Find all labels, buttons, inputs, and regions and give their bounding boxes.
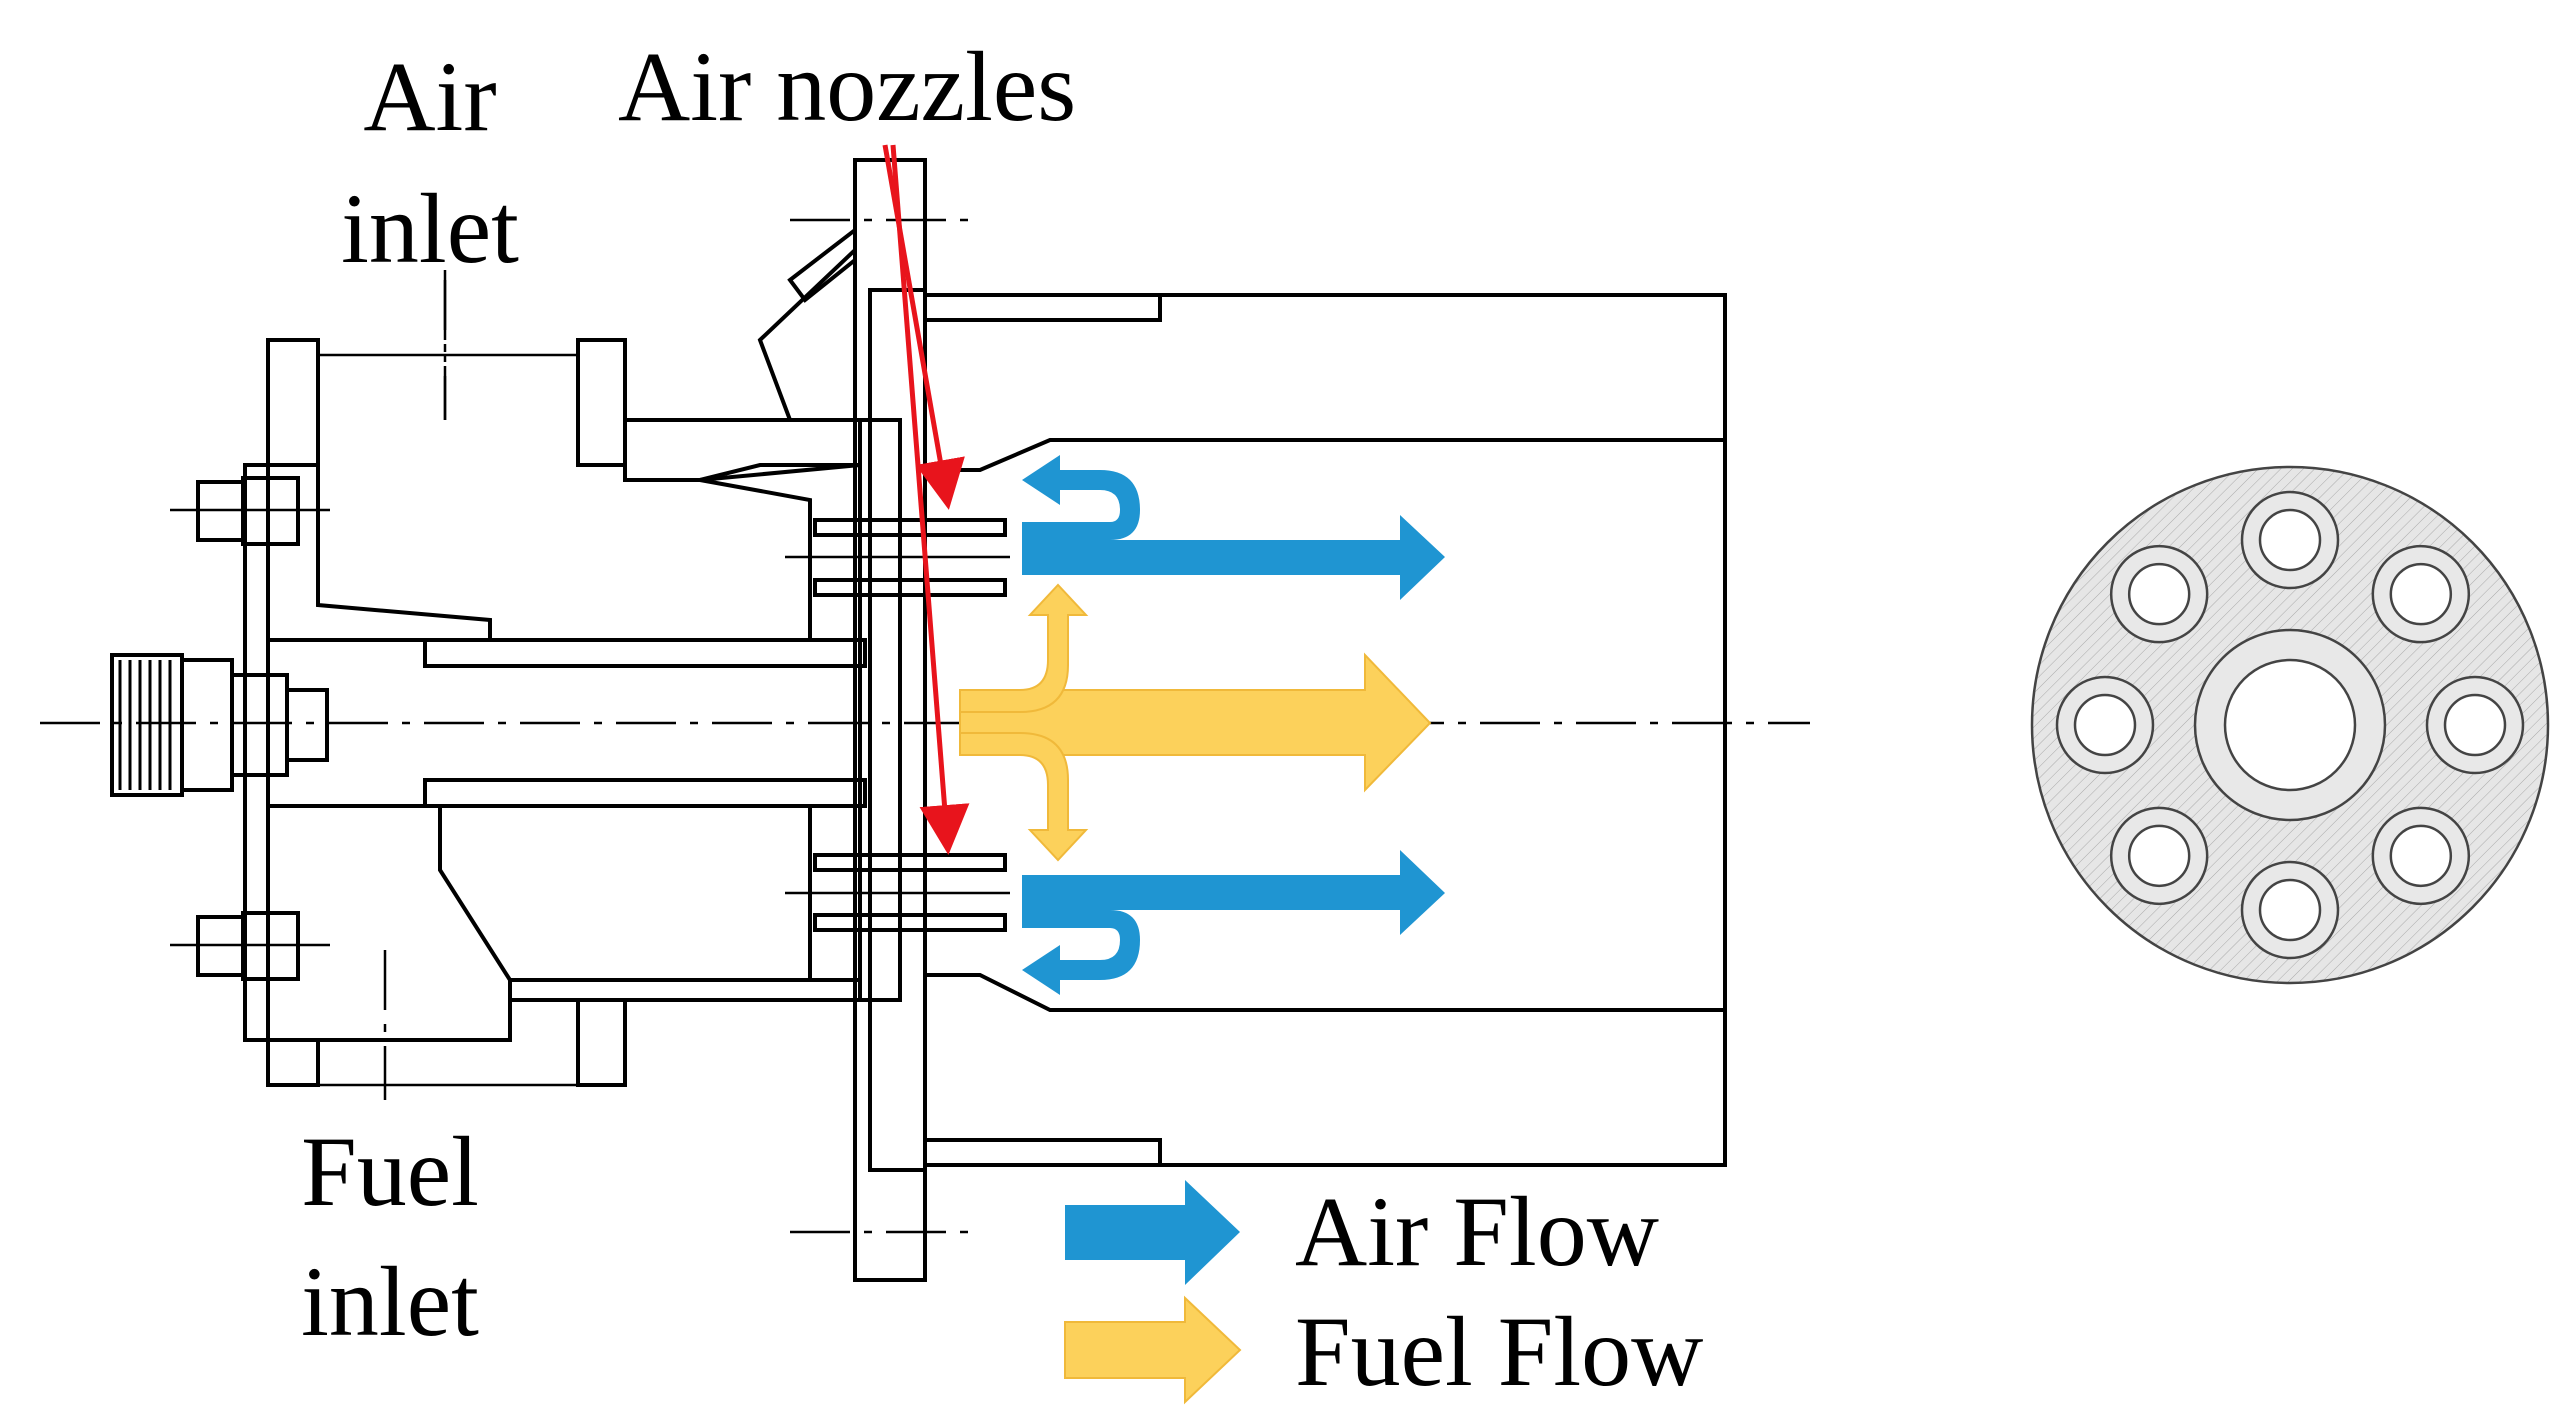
flow-arrows xyxy=(959,455,1445,995)
burner-body xyxy=(243,158,980,1282)
lower-bolt xyxy=(170,911,330,981)
air-flow-arrow-upper xyxy=(1022,515,1445,600)
air-inlet-label-line1: Air xyxy=(363,41,496,152)
nozzle-plate-end-view xyxy=(2030,465,2550,985)
lower-air-nozzle xyxy=(785,853,1010,932)
upper-bolt xyxy=(170,476,330,546)
air-inlet-label-line2: inlet xyxy=(341,173,519,284)
air-flow-uturn-lower xyxy=(1022,910,1140,995)
end-view-nozzle-hole xyxy=(2127,824,2191,888)
end-view-nozzle-hole xyxy=(2443,693,2507,757)
fuel-flow-branch-lower xyxy=(959,732,1089,862)
air-flow-arrow-lower xyxy=(1022,850,1445,935)
fuel-inlet-label-line2: inlet xyxy=(301,1246,479,1357)
legend-fuel-flow-label: Fuel Flow xyxy=(1295,1296,1703,1407)
legend: Air Flow Fuel Flow xyxy=(1064,1176,1703,1407)
combustion-tube xyxy=(923,293,1727,1167)
fuel-flow-arrow-main xyxy=(959,652,1432,793)
burner-section-view xyxy=(40,158,1810,1282)
fuel-flow-branch-upper xyxy=(959,583,1089,713)
end-view-nozzle-hole xyxy=(2258,878,2322,942)
legend-fuel-flow-swatch xyxy=(1064,1295,1242,1405)
end-view-nozzle-hole xyxy=(2258,508,2322,572)
upper-air-nozzle xyxy=(785,518,1010,597)
fuel-inlet-label-line1: Fuel xyxy=(301,1116,479,1227)
end-view-nozzle-hole xyxy=(2127,562,2191,626)
legend-air-flow-label: Air Flow xyxy=(1295,1176,1659,1287)
end-view-nozzle-hole xyxy=(2073,693,2137,757)
legend-air-flow-swatch xyxy=(1065,1180,1240,1285)
knurled-knob xyxy=(110,653,329,797)
end-view-nozzle-hole xyxy=(2389,562,2453,626)
end-view-center-hole xyxy=(2223,658,2357,792)
air-flow-uturn-upper xyxy=(1022,455,1140,540)
air-nozzle-pointers xyxy=(882,144,970,855)
air-nozzles-label: Air nozzles xyxy=(618,31,1076,142)
end-view-nozzle-hole xyxy=(2389,824,2453,888)
